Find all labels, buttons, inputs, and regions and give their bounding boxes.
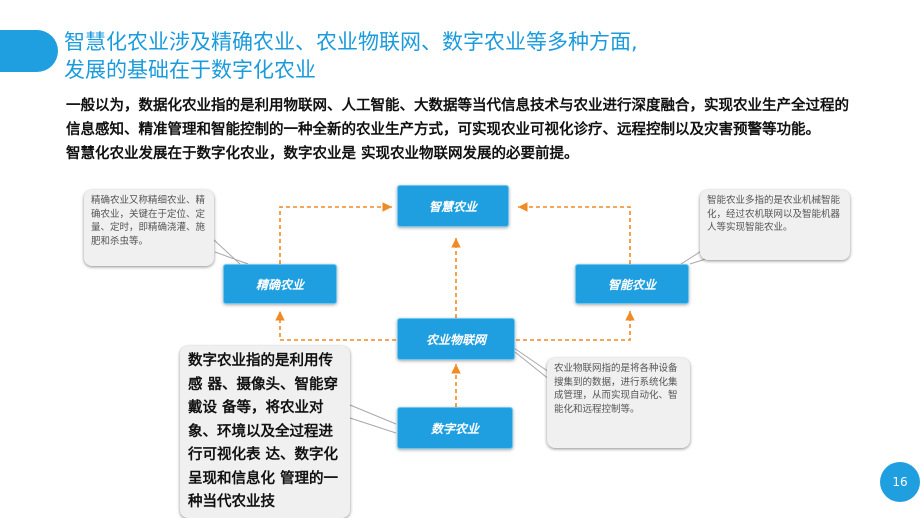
title-line-1: 智慧化农业涉及精确农业、农业物联网、数字农业等多种方面, [64,30,638,54]
note-precise-agriculture: 精确农业又称精细农业、精确农业，关键在于定位、定量、定时，即精确浇灌、施肥和杀虫… [84,190,214,266]
note-agricultural-iot: 农业物联网指的是将各种设备搜集到的数据，进行系统化集成管理，从而实现自动化、智能… [547,358,690,448]
node-intelligent-agriculture: 智能农业 [575,264,689,304]
title-accent-tab [0,30,58,72]
node-smart-agriculture: 智慧农业 [397,185,509,227]
node-precise-agriculture: 精确农业 [223,264,337,304]
page-number-badge: 16 [880,462,920,502]
paragraph-conclusion: 智慧化农业发展在于数字化农业，数字农业是 实现农业物联网发展的必要前提。 [66,146,579,162]
slide-title: 智慧化农业涉及精确农业、农业物联网、数字农业等多种方面, 发展的基础在于数字化农… [64,28,884,84]
body-text: 一般以为，数据化农业指的是利用物联网、人工智能、大数据等当代信息技术与农业进行深… [66,94,856,166]
paragraph-definition: 一般以为，数据化农业指的是利用物联网、人工智能、大数据等当代信息技术与农业进行深… [66,98,849,138]
note-digital-agriculture: 数字农业指的是利用传感 器、摄像头、智能穿戴设 备等，将农业对象、环境以及全过程… [180,346,350,518]
title-line-2: 发展的基础在于数字化农业 [64,58,316,82]
node-agricultural-iot: 农业物联网 [397,318,515,360]
note-intelligent-agriculture: 智能农业多指的是农业机械智能化，经过农机联网以及智能机器人等实现智能农业。 [700,190,850,260]
node-digital-agriculture: 数字农业 [397,407,513,449]
